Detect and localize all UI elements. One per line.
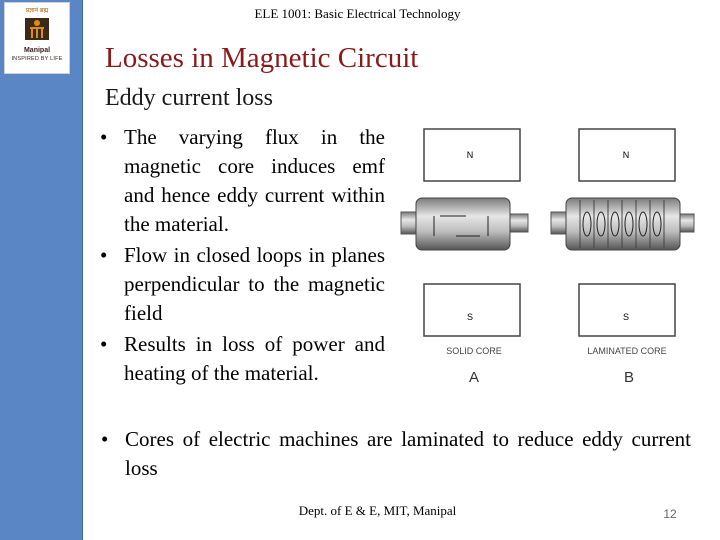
- manipal-emblem-icon: [25, 18, 49, 40]
- laminated-core-letter: B: [624, 369, 634, 386]
- shaft-right: [507, 213, 529, 233]
- shaft-left: [550, 211, 568, 235]
- slide-title: Losses in Magnetic Circuit: [105, 42, 419, 74]
- logo-name: Manipal: [23, 47, 51, 54]
- lamination-lines: [579, 200, 665, 248]
- south-pole: [423, 283, 521, 337]
- bullet-text: Flow in closed loops in planes perpendic…: [124, 243, 385, 325]
- bullet-item: • Results in loss of power and heating o…: [100, 330, 385, 388]
- solid-cylinder: [415, 197, 511, 251]
- lamination-note: • Cores of electric machines are laminat…: [101, 425, 691, 483]
- bullet-list: • The varying flux in the magnetic core …: [100, 123, 385, 390]
- south-pole-label: S: [623, 312, 629, 322]
- footer-dept: Dept. of E & E, MIT, Manipal: [298, 503, 457, 518]
- manipal-logo: प्रज्ञानं ब्रह्म Manipal INSPIRED BY LIF…: [4, 2, 70, 74]
- laminated-core-diagram: N S LAMINATED CORE B: [550, 128, 695, 386]
- shaft-left: [400, 211, 418, 235]
- solid-core-letter: A: [469, 369, 479, 386]
- north-pole-label: N: [467, 150, 474, 160]
- solid-core-diagram: N S SOLID CORE A: [400, 128, 529, 386]
- small-eddy-loops: [582, 211, 662, 237]
- bullet-item: • Flow in closed loops in planes perpend…: [100, 241, 385, 328]
- page-number: 12: [663, 507, 677, 521]
- bullet-item: • The varying flux in the magnetic core …: [100, 123, 385, 239]
- north-pole: [423, 128, 521, 182]
- north-pole: [578, 128, 676, 182]
- core-diagram: N S SOLID CORE A N: [400, 128, 695, 386]
- south-pole-label: S: [467, 312, 473, 322]
- bullet-marker: •: [100, 243, 108, 267]
- south-pole: [578, 283, 676, 337]
- sidebar-bar: प्रज्ञानं ब्रह्म Manipal INSPIRED BY LIF…: [0, 0, 83, 540]
- bullet-marker: •: [100, 125, 108, 149]
- laminated-core-caption: LAMINATED CORE: [587, 346, 666, 356]
- bullet-marker: •: [101, 427, 109, 451]
- bullet-text: Results in loss of power and heating of …: [124, 332, 385, 385]
- bullet-text: The varying flux in the magnetic core in…: [124, 125, 385, 236]
- north-pole-label: N: [623, 150, 630, 160]
- course-header: ELE 1001: Basic Electrical Technology: [254, 6, 461, 21]
- slide-subtitle: Eddy current loss: [105, 85, 273, 111]
- solid-core-caption: SOLID CORE: [446, 346, 502, 356]
- bullet-marker: •: [100, 332, 108, 356]
- logo-motto: प्रज्ञानं ब्रह्म: [25, 7, 49, 14]
- note-text: Cores of electric machines are laminated…: [125, 427, 691, 480]
- logo-tagline: INSPIRED BY LIFE: [11, 56, 63, 62]
